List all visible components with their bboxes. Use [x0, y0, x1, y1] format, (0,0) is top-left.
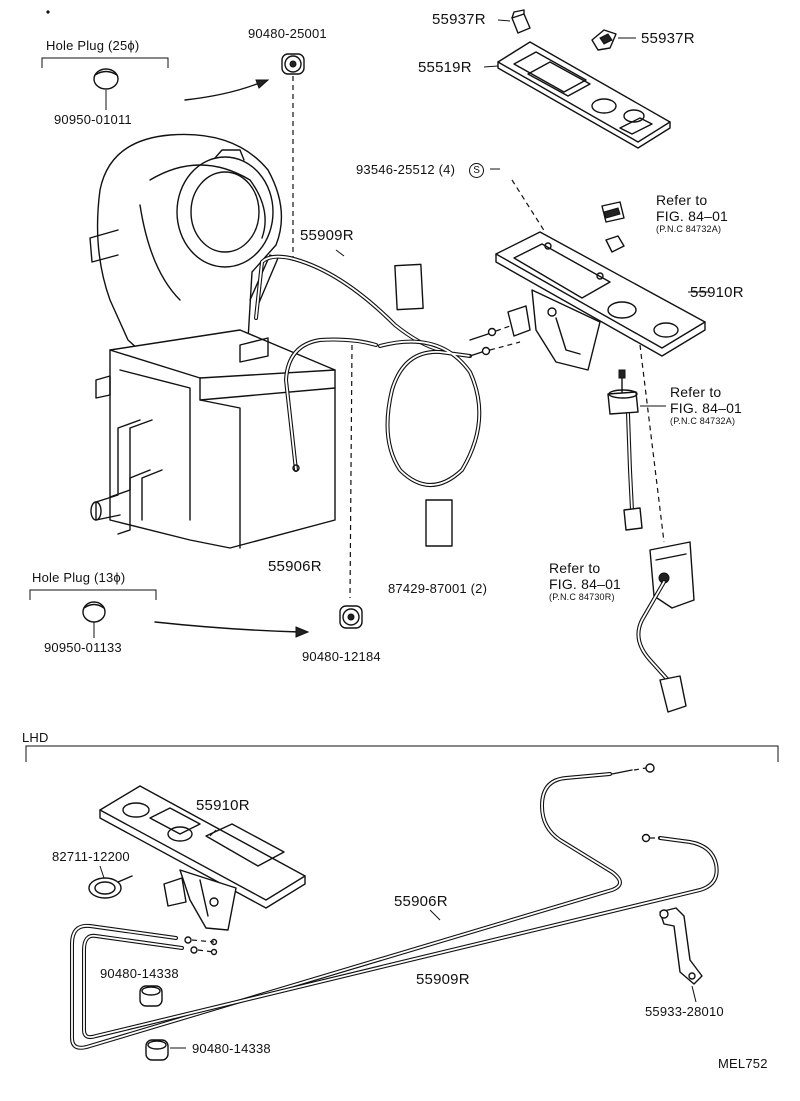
- knob-55937R-left: [511, 9, 531, 34]
- cable-ends-lhd: [184, 763, 660, 956]
- panel-55519R: [497, 41, 671, 149]
- bracket-55933-28010: [659, 907, 703, 985]
- label-90480-12184: 90480-12184: [302, 649, 381, 664]
- label-refer-3-pnc: (P.N.C 84730R): [549, 592, 615, 602]
- label-93546-25512-text: 93546-25512 (4): [356, 162, 456, 177]
- arrow-plug-13: [154, 621, 310, 638]
- label-55906R-top: 55906R: [268, 558, 322, 575]
- label-refer-1-title: Refer to: [656, 192, 708, 208]
- cable-55909R-lhd: [82, 836, 719, 1040]
- leader-bracket: [691, 985, 697, 1003]
- control-55910R-upper: [495, 231, 706, 371]
- label-55937R-left: 55937R: [432, 11, 486, 28]
- leader-55910R-lhd: [209, 829, 217, 837]
- label-hole-plug-25: Hole Plug (25ϕ): [46, 38, 140, 53]
- label-55937R-right: 55937R: [641, 30, 695, 47]
- cable-ends-upper: [469, 325, 521, 357]
- grommet-90480-12184: [339, 605, 363, 629]
- leader-55906R-lhd: [429, 909, 441, 921]
- control-55910R-lhd: [99, 785, 306, 931]
- heater-unit: [89, 133, 336, 549]
- lhd-bracket: [25, 745, 779, 762]
- dash-refer-3: [639, 344, 665, 543]
- dash-screw: [511, 179, 546, 233]
- label-90480-14338-a: 90480-14338: [100, 966, 179, 981]
- label-55909R-lhd: 55909R: [416, 971, 470, 988]
- label-87429-87001: 87429-87001 (2): [388, 581, 488, 596]
- cable-55906R-lhd: [70, 772, 622, 1050]
- label-refer-2-fig: FIG. 84–01: [670, 400, 743, 416]
- dash-grommet-bottom: [349, 344, 353, 599]
- pad-87429-upper: [394, 263, 424, 311]
- figure-code: MEL752: [718, 1056, 768, 1071]
- grommet-90480-14338-a: [139, 985, 163, 1007]
- leader-clamp: [99, 865, 105, 879]
- label-refer-3-fig: FIG. 84–01: [549, 576, 622, 592]
- speck: [46, 10, 50, 14]
- label-refer-2-pnc: (P.N.C 84732A): [670, 416, 736, 426]
- label-55933-28010: 55933-28010: [645, 1004, 724, 1019]
- nut-refer-1: [605, 235, 625, 253]
- cable-55909R-upper: [254, 254, 442, 352]
- clip-refer-1: [601, 201, 625, 223]
- pad-87429-lower: [425, 499, 453, 547]
- clamp-82711-12200: [88, 875, 133, 899]
- hole-plug-13-bracket: [29, 589, 157, 600]
- label-82711-12200: 82711-12200: [52, 849, 130, 864]
- grommet-90480-14338-b: [145, 1039, 169, 1061]
- screw-s-symbol: S: [469, 163, 485, 179]
- label-refer-2-title: Refer to: [670, 384, 722, 400]
- arrow-plug-25: [184, 79, 270, 101]
- leader-55909R-top: [335, 249, 345, 257]
- cable-55906R-upper: [283, 337, 482, 487]
- knob-55937R-right: [591, 29, 617, 51]
- label-refer-1-pnc: (P.N.C 84732A): [656, 224, 722, 234]
- label-refer-3-title: Refer to: [549, 560, 601, 576]
- hole-plug-25: [93, 68, 119, 90]
- leader-panel: [483, 65, 499, 68]
- grommet-90480-25001: [281, 53, 305, 75]
- label-55910R-top: 55910R: [690, 284, 744, 301]
- hole-plug-13: [82, 601, 106, 623]
- label-90950-01011: 90950-01011: [54, 112, 132, 127]
- switch-refer-3: [636, 541, 695, 713]
- leader-knob-left: [497, 19, 511, 22]
- hole-plug-25-bracket: [41, 57, 169, 68]
- label-hole-plug-13: Hole Plug (13ϕ): [32, 570, 126, 585]
- label-90950-01133: 90950-01133: [44, 640, 122, 655]
- label-55910R-lhd: 55910R: [196, 797, 250, 814]
- label-55906R-lhd: 55906R: [394, 893, 448, 910]
- label-90480-14338-b: 90480-14338: [192, 1041, 271, 1056]
- label-lhd: LHD: [22, 730, 49, 745]
- label-90480-25001: 90480-25001: [248, 26, 327, 41]
- switch-refer-2: [607, 369, 643, 531]
- label-55909R-top: 55909R: [300, 227, 354, 244]
- label-93546-25512: 93546-25512 (4) S: [356, 162, 485, 179]
- label-55519R: 55519R: [418, 59, 472, 76]
- label-refer-1-fig: FIG. 84–01: [656, 208, 729, 224]
